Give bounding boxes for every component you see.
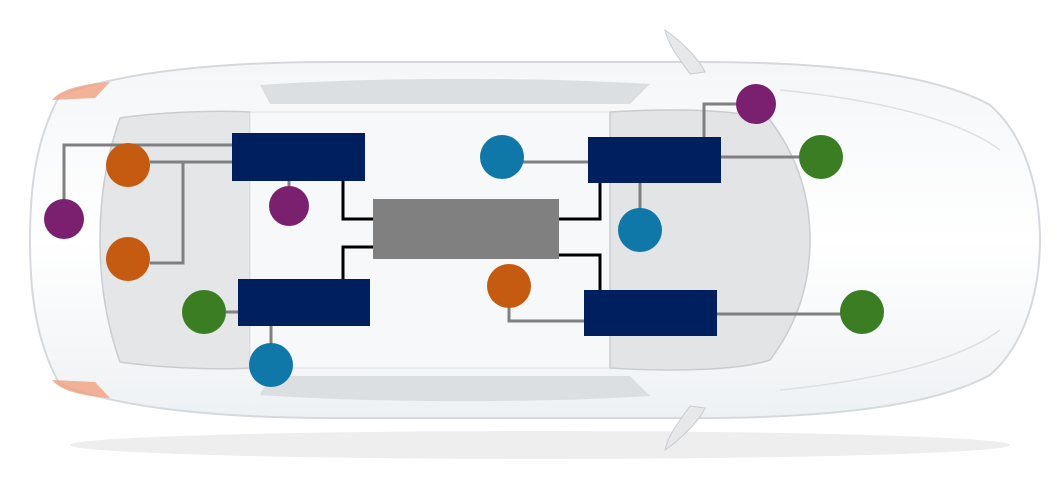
node-purple xyxy=(44,199,84,239)
node-blue xyxy=(480,135,524,179)
module-box-front-left xyxy=(588,137,721,183)
node-blue xyxy=(618,208,662,252)
bus-wires xyxy=(341,181,602,290)
central-gateway-box xyxy=(373,199,559,259)
hood-line-top xyxy=(779,89,1001,151)
node-green xyxy=(182,290,226,334)
bus-wire xyxy=(341,245,373,279)
side-window-bottom xyxy=(260,376,650,402)
side-window-top xyxy=(260,78,650,104)
car-shadow xyxy=(70,431,1010,459)
node-orange xyxy=(106,237,150,281)
node-purple xyxy=(736,84,776,124)
rear-light-top xyxy=(52,82,110,100)
hood-line-bottom xyxy=(779,329,1001,391)
node-green xyxy=(840,290,884,334)
node-orange xyxy=(487,264,531,308)
bus-wire xyxy=(559,183,602,221)
mirror-bottom xyxy=(664,405,706,452)
wire xyxy=(62,143,232,219)
node-orange xyxy=(106,143,150,187)
node-purple xyxy=(269,186,309,226)
bus-wire xyxy=(341,181,373,221)
rear-light-bottom xyxy=(52,380,110,398)
module-box-rear-right xyxy=(238,279,370,326)
bus-wire xyxy=(559,253,602,290)
node-blue xyxy=(249,343,293,387)
mirror-top xyxy=(664,28,706,75)
node-green xyxy=(799,135,843,179)
module-box-front-right xyxy=(584,290,717,336)
sensor-nodes xyxy=(44,84,884,387)
wire xyxy=(150,160,185,265)
module-box-rear-left xyxy=(232,133,365,181)
